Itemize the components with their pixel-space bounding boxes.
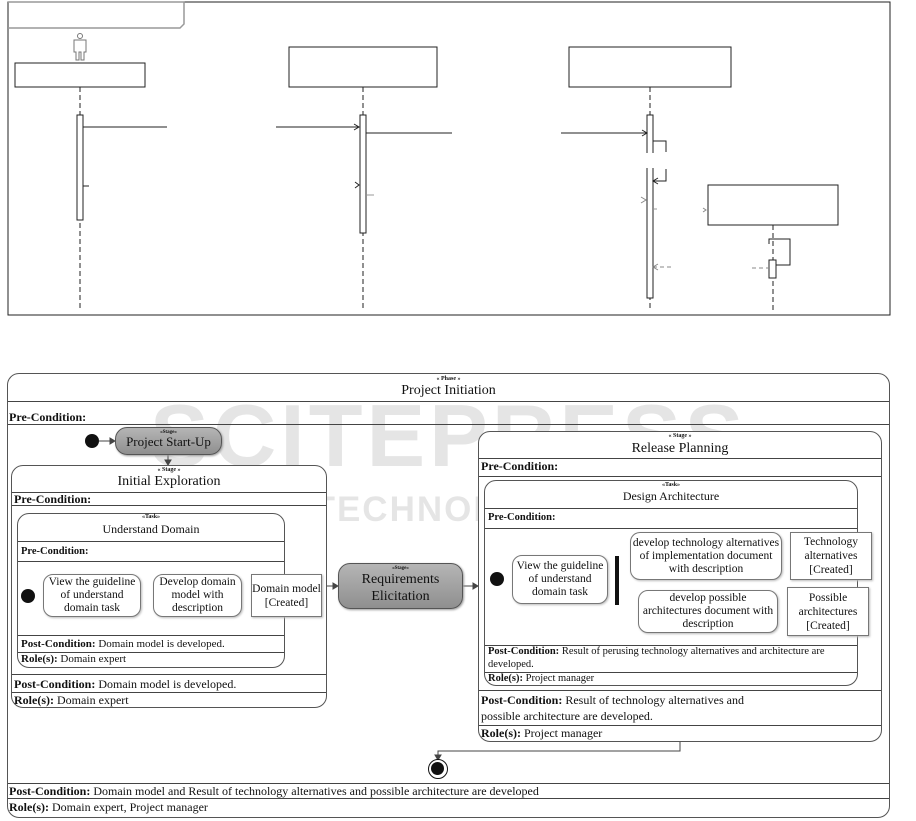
pre-condition-label: Pre-Condition:: [14, 492, 92, 506]
role-text: Project manager: [523, 726, 603, 740]
arrow-head: [641, 129, 648, 137]
role-text: Domain expert: [60, 653, 127, 665]
post-condition-label: Post-Condition:: [488, 646, 560, 657]
phase-pre-label: Pre-Condition:: [9, 410, 87, 424]
task-title: Understand Domain: [102, 522, 200, 536]
activation-4: [768, 259, 777, 279]
post-condition-text: Result of technology alternatives and po…: [481, 693, 744, 723]
phase-post-label: Post-Condition:: [9, 784, 91, 798]
pre-condition-label: Pre-Condition:: [21, 546, 89, 557]
phase-frame: [7, 373, 890, 818]
role-text: Project manager: [525, 673, 595, 684]
stage-stereotype: «Stage»: [160, 430, 177, 435]
phase-stereotype: « Phase »: [436, 376, 461, 382]
action-develop-domain-model[interactable]: Develop domain model with description: [153, 574, 242, 617]
object-domain-model[interactable]: Domain model [Created]: [251, 574, 322, 617]
phase-role-label: Role(s):: [9, 800, 49, 814]
role-text: Domain expert: [56, 693, 129, 707]
action-develop-technology-alternatives[interactable]: develop technology alternatives of imple…: [630, 532, 782, 580]
self-call: [768, 238, 791, 266]
stage-stereotype: « Stage »: [668, 433, 692, 439]
task-design-architecture[interactable]: [484, 480, 858, 686]
object-possible-architectures[interactable]: Possible architectures [Created]: [787, 587, 869, 636]
task-stereotype: «Task»: [661, 482, 681, 488]
arrow-head: [354, 181, 360, 189]
sequence-diagram: [7, 1, 891, 316]
sequence-frame: [7, 1, 891, 316]
action-view-guideline[interactable]: View the guideline of understand domain …: [43, 574, 141, 617]
arrow-head: [652, 177, 659, 185]
action-view-guideline[interactable]: View the guideline of understand domain …: [512, 555, 608, 604]
stage-stereotype: «Stage»: [392, 566, 409, 571]
initial-node: [85, 434, 99, 448]
stage-title: Initial Exploration: [117, 474, 221, 489]
activation-2: [359, 114, 367, 234]
stage-project-start-up[interactable]: «Stage» Project Start-Up: [115, 427, 222, 455]
post-condition-label: Post-Condition:: [21, 638, 96, 650]
role-label: Role(s):: [14, 693, 54, 707]
arrow-head: [702, 207, 707, 213]
activation-3: [646, 114, 654, 299]
stage-requirements-elicitation[interactable]: «Stage» Requirements Elicitation: [338, 563, 463, 609]
role-label: Role(s):: [488, 673, 523, 684]
post-condition-label: Post-Condition:: [14, 677, 96, 691]
final-node: [428, 759, 448, 779]
action-develop-possible-architectures[interactable]: develop possible architectures document …: [638, 590, 778, 633]
task-title: Design Architecture: [622, 489, 720, 503]
arrow-head: [640, 196, 647, 204]
stage-stereotype: « Stage »: [157, 467, 181, 473]
role-label: Role(s):: [21, 653, 58, 665]
activation-1: [76, 114, 84, 221]
pre-condition-label: Pre-Condition:: [481, 459, 559, 473]
initial-node: [21, 589, 35, 603]
phase-title: Project Initiation: [401, 383, 496, 398]
frame-tab: [8, 1, 185, 29]
arrow-head: [353, 123, 360, 131]
role-label: Role(s):: [481, 726, 521, 740]
stage-title: Project Start-Up: [126, 434, 211, 449]
fork-bar: [615, 556, 619, 605]
phase-role-text: Domain expert, Project manager: [51, 800, 208, 814]
post-condition-label: Post-Condition:: [481, 693, 563, 707]
post-condition-text: Result of perusing technology alternativ…: [488, 646, 825, 670]
stage-title: Release Planning: [631, 441, 729, 456]
post-condition-text: Domain model is developed.: [98, 638, 225, 650]
post-condition-text: Domain model is developed.: [98, 677, 237, 691]
actor-icon: [73, 33, 87, 61]
initial-node: [490, 572, 504, 586]
arrow-head: [652, 263, 659, 271]
self-call: [653, 140, 667, 182]
stage-title: Requirements Elicitation: [361, 572, 440, 604]
phase-post-text: Domain model and Result of technology al…: [93, 784, 539, 798]
task-stereotype: «Task»: [141, 514, 161, 520]
pre-condition-label: Pre-Condition:: [488, 512, 556, 523]
object-technology-alternatives[interactable]: Technology alternatives [Created]: [790, 532, 872, 580]
